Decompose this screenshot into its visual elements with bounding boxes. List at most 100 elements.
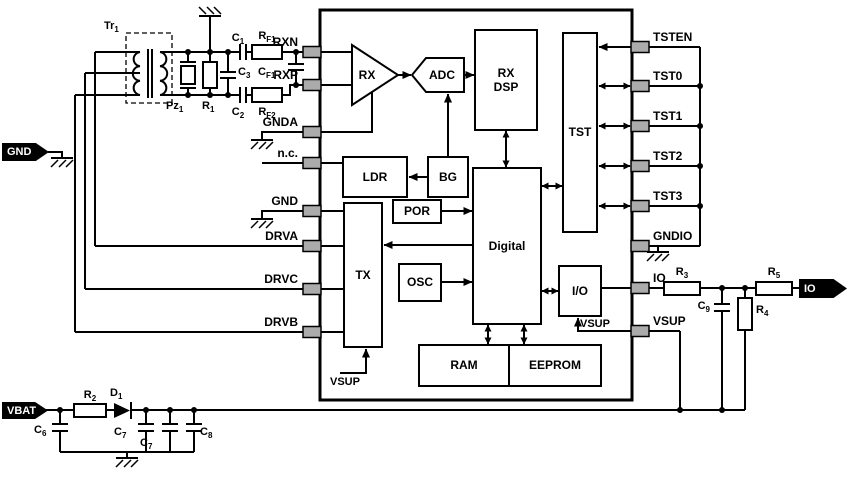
por-block xyxy=(392,199,442,224)
pin-label-tst2: TST2 xyxy=(653,149,683,163)
rx-amplifier-block xyxy=(351,43,400,107)
pin-label-gnd: GND xyxy=(271,194,298,208)
io-vsup-net-label: VSUP xyxy=(580,318,610,330)
pin-nc xyxy=(302,156,322,170)
eeprom-block xyxy=(508,344,602,387)
digital-label: Digital xyxy=(488,239,526,253)
pin-tst3 xyxy=(630,199,650,213)
transformer-tr1 xyxy=(125,32,173,104)
label-r2: R2 xyxy=(83,389,97,404)
label-rf1: RF1 xyxy=(258,30,276,45)
label-r3: R3 xyxy=(675,266,689,281)
rx-dsp-label-line2: DSP xyxy=(493,80,519,94)
bg-block xyxy=(427,156,469,198)
label-c3: C3 xyxy=(238,66,251,81)
eeprom-label: EEPROM xyxy=(528,358,581,372)
pin-label-tsten: TSTEN xyxy=(653,30,693,44)
resistor-rf2 xyxy=(251,87,283,103)
pin-label-vsup: VSUP xyxy=(653,314,686,328)
capacitor-c1 xyxy=(239,44,247,60)
pin-rxn xyxy=(302,45,322,59)
tx-label: TX xyxy=(355,268,371,282)
pin-drva xyxy=(302,239,322,253)
osc-block xyxy=(398,263,442,302)
pin-tst0 xyxy=(630,79,650,93)
resistor-r1 xyxy=(202,61,218,89)
por-label: POR xyxy=(403,204,430,218)
pin-label-gnda: GNDA xyxy=(262,115,298,129)
resistor-r3 xyxy=(663,281,701,296)
pin-gnd xyxy=(302,204,322,218)
io-block-label: I/O xyxy=(571,284,588,298)
pin-label-rxn: RXN xyxy=(272,35,298,49)
pin-label-drvb: DRVB xyxy=(264,315,298,329)
label-rf2: RF2 xyxy=(258,106,276,121)
adc-label: ADC xyxy=(429,68,455,82)
pin-drvc xyxy=(302,282,322,296)
label-c1: C1 xyxy=(231,32,245,47)
pin-rxp xyxy=(302,78,322,92)
tx-block xyxy=(343,202,383,348)
pin-label-rxp: RXP xyxy=(273,68,298,82)
gnd-port-label: GND xyxy=(7,146,32,158)
label-c9: C9 xyxy=(697,300,710,315)
pin-label-tst3: TST3 xyxy=(653,189,683,203)
bg-label: BG xyxy=(439,170,457,184)
pin-tst2 xyxy=(630,159,650,173)
pin-label-gndio: GNDIO xyxy=(653,229,693,243)
pin-drvb xyxy=(302,325,322,339)
vbat-port-label: VBAT xyxy=(7,404,37,417)
pin-vsup xyxy=(630,324,650,338)
label-c8: C8 xyxy=(200,426,213,441)
ic-internal-wires xyxy=(321,43,631,374)
tx-vsup-net-label: VSUP xyxy=(330,376,360,388)
pin-gnda xyxy=(302,125,322,139)
vbat-port: VBAT xyxy=(2,402,48,419)
digital-block xyxy=(472,167,542,325)
pin-io xyxy=(630,281,650,295)
resistor-r2 xyxy=(73,403,107,418)
label-c2: C2 xyxy=(231,106,245,121)
ldr-block xyxy=(342,156,408,198)
resistor-r5 xyxy=(755,281,793,296)
label-c7b: C7 xyxy=(140,437,153,452)
capacitor-c3 xyxy=(220,71,236,79)
rx-dsp-block xyxy=(474,29,538,131)
pin-label-tst0: TST0 xyxy=(653,69,683,83)
io-port-label: IO xyxy=(804,282,816,295)
rx-label: RX xyxy=(358,68,376,82)
piezo-pz1 xyxy=(180,61,196,89)
rx-dsp-label: RX DSP xyxy=(475,50,537,110)
pin-label-io: IO xyxy=(653,271,666,285)
io-port: IO xyxy=(799,279,847,298)
tst-block xyxy=(562,32,598,233)
pin-label-nc: n.c. xyxy=(277,146,298,160)
label-tr1: Tr1 xyxy=(104,20,119,35)
label-r5: R5 xyxy=(767,266,781,281)
pin-label-drvc: DRVC xyxy=(264,272,298,286)
rx-dsp-label-line1: RX xyxy=(497,66,515,80)
label-c6: C6 xyxy=(34,424,47,439)
osc-label: OSC xyxy=(406,275,433,289)
label-c7a: C7 xyxy=(114,426,127,441)
capacitor-cf1 xyxy=(288,63,304,71)
gnd-port: GND xyxy=(2,143,49,161)
io-block xyxy=(558,265,602,317)
pin-gndio xyxy=(630,239,650,253)
capacitor-c2 xyxy=(239,87,247,103)
ic-pins xyxy=(302,40,650,339)
ic-blocks xyxy=(342,29,602,387)
label-r4: R4 xyxy=(756,304,769,319)
pin-label-tst1: TST1 xyxy=(653,109,683,123)
label-d1: D1 xyxy=(110,387,123,402)
pin-tst1 xyxy=(630,119,650,133)
ldr-label: LDR xyxy=(362,170,388,184)
diode-d1 xyxy=(114,402,132,419)
tst-label: TST xyxy=(568,125,592,139)
adc-block xyxy=(410,57,465,93)
pin-label-drva: DRVA xyxy=(265,229,298,243)
label-cf1: CF1 xyxy=(258,66,276,81)
resistor-rf1 xyxy=(251,44,283,60)
